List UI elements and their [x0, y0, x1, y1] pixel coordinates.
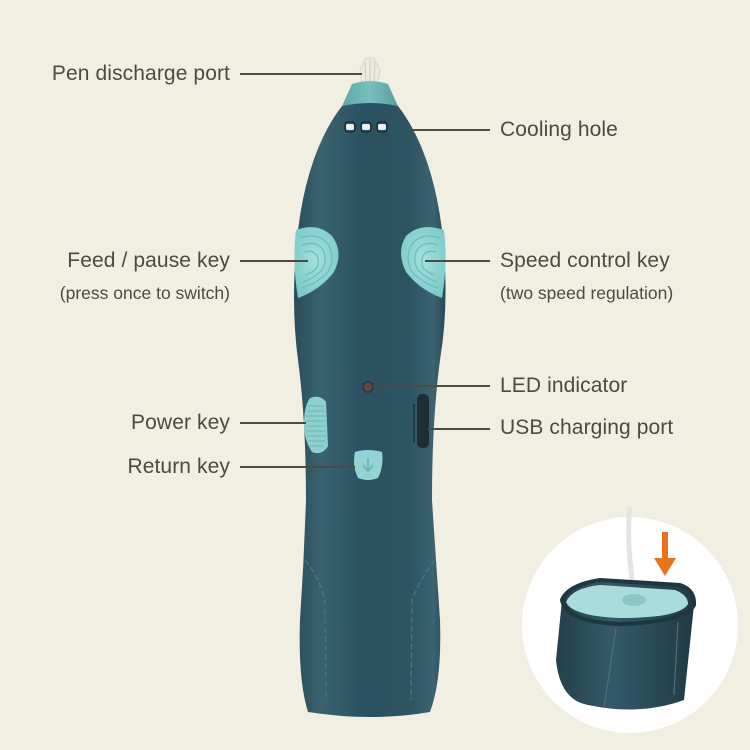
leader-feed-pause-key	[240, 260, 308, 262]
label-feed-pause-key: Feed / pause key	[67, 249, 230, 272]
leader-usb-charging-port	[428, 428, 490, 430]
label-feed-pause-key-sub: (press once to switch)	[59, 283, 230, 303]
label-led-indicator: LED indicator	[500, 374, 628, 397]
power-key-icon	[304, 396, 328, 454]
label-usb-charging-port: USB charging port	[500, 416, 674, 439]
down-arrow-icon	[654, 532, 676, 576]
led-indicator-icon	[362, 381, 374, 393]
label-return-key: Return key	[127, 455, 230, 478]
label-pen-discharge-port: Pen discharge port	[51, 62, 230, 85]
label-power-key: Power key	[131, 411, 230, 434]
speed-control-pad-icon	[401, 227, 446, 298]
label-speed-control-key: Speed control key	[500, 249, 670, 272]
cooling-holes-icon	[344, 121, 388, 133]
feed-pause-pad-icon	[294, 227, 339, 298]
filament-tip-icon	[359, 57, 381, 85]
filament-insert-inset	[522, 506, 738, 733]
leader-cooling-hole	[412, 129, 490, 131]
nozzle-tip-icon	[342, 81, 398, 106]
usb-port-icon	[413, 394, 429, 448]
leader-return-key	[240, 466, 355, 468]
return-key-icon	[354, 450, 383, 480]
leader-speed-control-key	[425, 260, 490, 262]
leader-power-key	[240, 422, 306, 424]
label-cooling-hole: Cooling hole	[500, 118, 618, 141]
leader-pen-discharge-port	[240, 73, 362, 75]
leader-led-indicator	[374, 385, 490, 387]
label-speed-control-key-sub: (two speed regulation)	[500, 283, 674, 303]
